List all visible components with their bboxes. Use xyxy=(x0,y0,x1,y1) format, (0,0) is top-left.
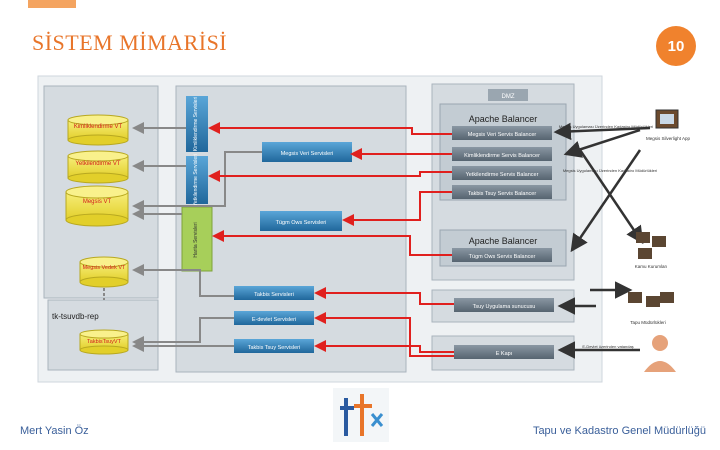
yetki-servis-box xyxy=(186,156,208,204)
db-kimlik-label: Kimliklendirme VT xyxy=(74,124,123,130)
kimlik-servis-label: Kimliklendirme Servisleri xyxy=(193,97,199,151)
tkgm-logo xyxy=(333,388,389,442)
harita-servis-box xyxy=(181,206,213,272)
balancer-2-title: Apache Balancer xyxy=(469,236,538,246)
balancer-item-yetki-label: Yetkilendirme Servis Balancer xyxy=(466,172,539,178)
tsuy-app-label: Tsuy Uygulama sunucusu xyxy=(473,304,536,310)
dis-uygulama-label: Megsis Uygulaması Üzerinden Kadastro Müd… xyxy=(559,124,653,129)
yetki-servis-label: Yetkilendirme Servisleri xyxy=(193,154,199,206)
dmz-label-box xyxy=(488,89,528,101)
balancer-item-takbis-label: Takbis Tsuy Servis Balancer xyxy=(468,191,537,197)
db-megsis: Megsis VT xyxy=(65,185,129,227)
takbis-servis-label: Takbis Servisleri xyxy=(254,292,294,298)
balancer-item-kimlik xyxy=(452,147,552,161)
db-connections xyxy=(103,122,262,352)
db-kimlik: Kimliklendirme VT xyxy=(67,114,129,146)
balancer-1-title: Apache Balancer xyxy=(469,114,538,124)
top-accent-bar xyxy=(28,0,76,8)
kimlik-servis-box xyxy=(186,96,208,152)
balancer-item-tugm xyxy=(452,248,552,262)
tsuy-app-server xyxy=(454,298,554,312)
balancer-item-megsis xyxy=(452,126,552,140)
db-megsis-yedek-label: Megsis Vedek VT xyxy=(83,265,126,271)
balancer-item-megsis-label: Megsis Veri Servis Balancer xyxy=(468,132,537,138)
megsis-veri-servis xyxy=(262,142,352,162)
ekapi-server xyxy=(454,345,554,359)
client-connections xyxy=(553,122,651,359)
footer-organization: Tapu ve Kadastro Genel Müdürlüğü xyxy=(532,425,706,437)
kamu-label: Kamu Kurumları xyxy=(635,264,668,269)
megsis-veri-servis-label: Megsis Veri Servisleri xyxy=(281,151,334,157)
db-takbis-tsuy: TakbisTsuyVT xyxy=(79,329,129,355)
tugm-ows-servis-label: Tügm Ows Servisleri xyxy=(276,220,327,226)
kamu-computers-icon xyxy=(636,232,666,259)
db-megsis-yedek: Megsis Vedek VT xyxy=(79,256,129,288)
tugm-ows-servis xyxy=(260,211,342,231)
db-yetki: Yetkilendirme VT xyxy=(67,150,129,184)
silverlight-client-icon xyxy=(655,109,679,129)
takbis-tsuy-servis xyxy=(234,339,314,353)
edevlet-servis xyxy=(234,311,314,325)
tapu-label: Tapu Müdürlükleri xyxy=(630,320,666,325)
takbis-tsuy-servis-label: Takbis Tsuy Servisleri xyxy=(248,345,300,351)
dmz-label: DMZ xyxy=(502,94,515,100)
balancer-item-takbis xyxy=(452,185,552,199)
balancer-item-tugm-label: Tügm Ows Servis Balancer xyxy=(469,254,536,260)
harita-servis-label: Harita Servisleri xyxy=(193,222,199,257)
db-yetki-label: Yetkilendirme VT xyxy=(75,161,120,167)
replica-label: tk-tsuvdb-rep xyxy=(52,312,99,321)
balancer-item-yetki xyxy=(452,166,552,180)
citizen-user-icon xyxy=(644,335,676,372)
edevlet-user-label: E-Devlet üzerinden vatandaş xyxy=(582,344,633,349)
db-takbis-tsuy-label: TakbisTsuyVT xyxy=(87,339,122,345)
ekapi-label: E Kapı xyxy=(496,351,513,357)
takbis-servis xyxy=(234,286,314,300)
db-megsis-label: Megsis VT xyxy=(83,199,112,205)
silverlight-client-label: Megsis Silverlight App xyxy=(646,136,691,141)
tapu-computers-icon xyxy=(628,292,674,307)
balancer-item-kimlik-label: Kimliklendirme Servis Balancer xyxy=(464,153,540,159)
footer-author: Mert Yasin Öz xyxy=(20,425,89,437)
balancer-connections xyxy=(208,122,454,357)
ic-uygulama-label: Megsis Uygulaması Üzerinden Kadastro Müd… xyxy=(563,168,657,173)
slide-title: SİSTEM MİMARİSİ xyxy=(32,30,228,55)
page-number-badge: 10 xyxy=(656,26,696,66)
edevlet-servis-label: E-devlet Servisleri xyxy=(252,317,296,323)
